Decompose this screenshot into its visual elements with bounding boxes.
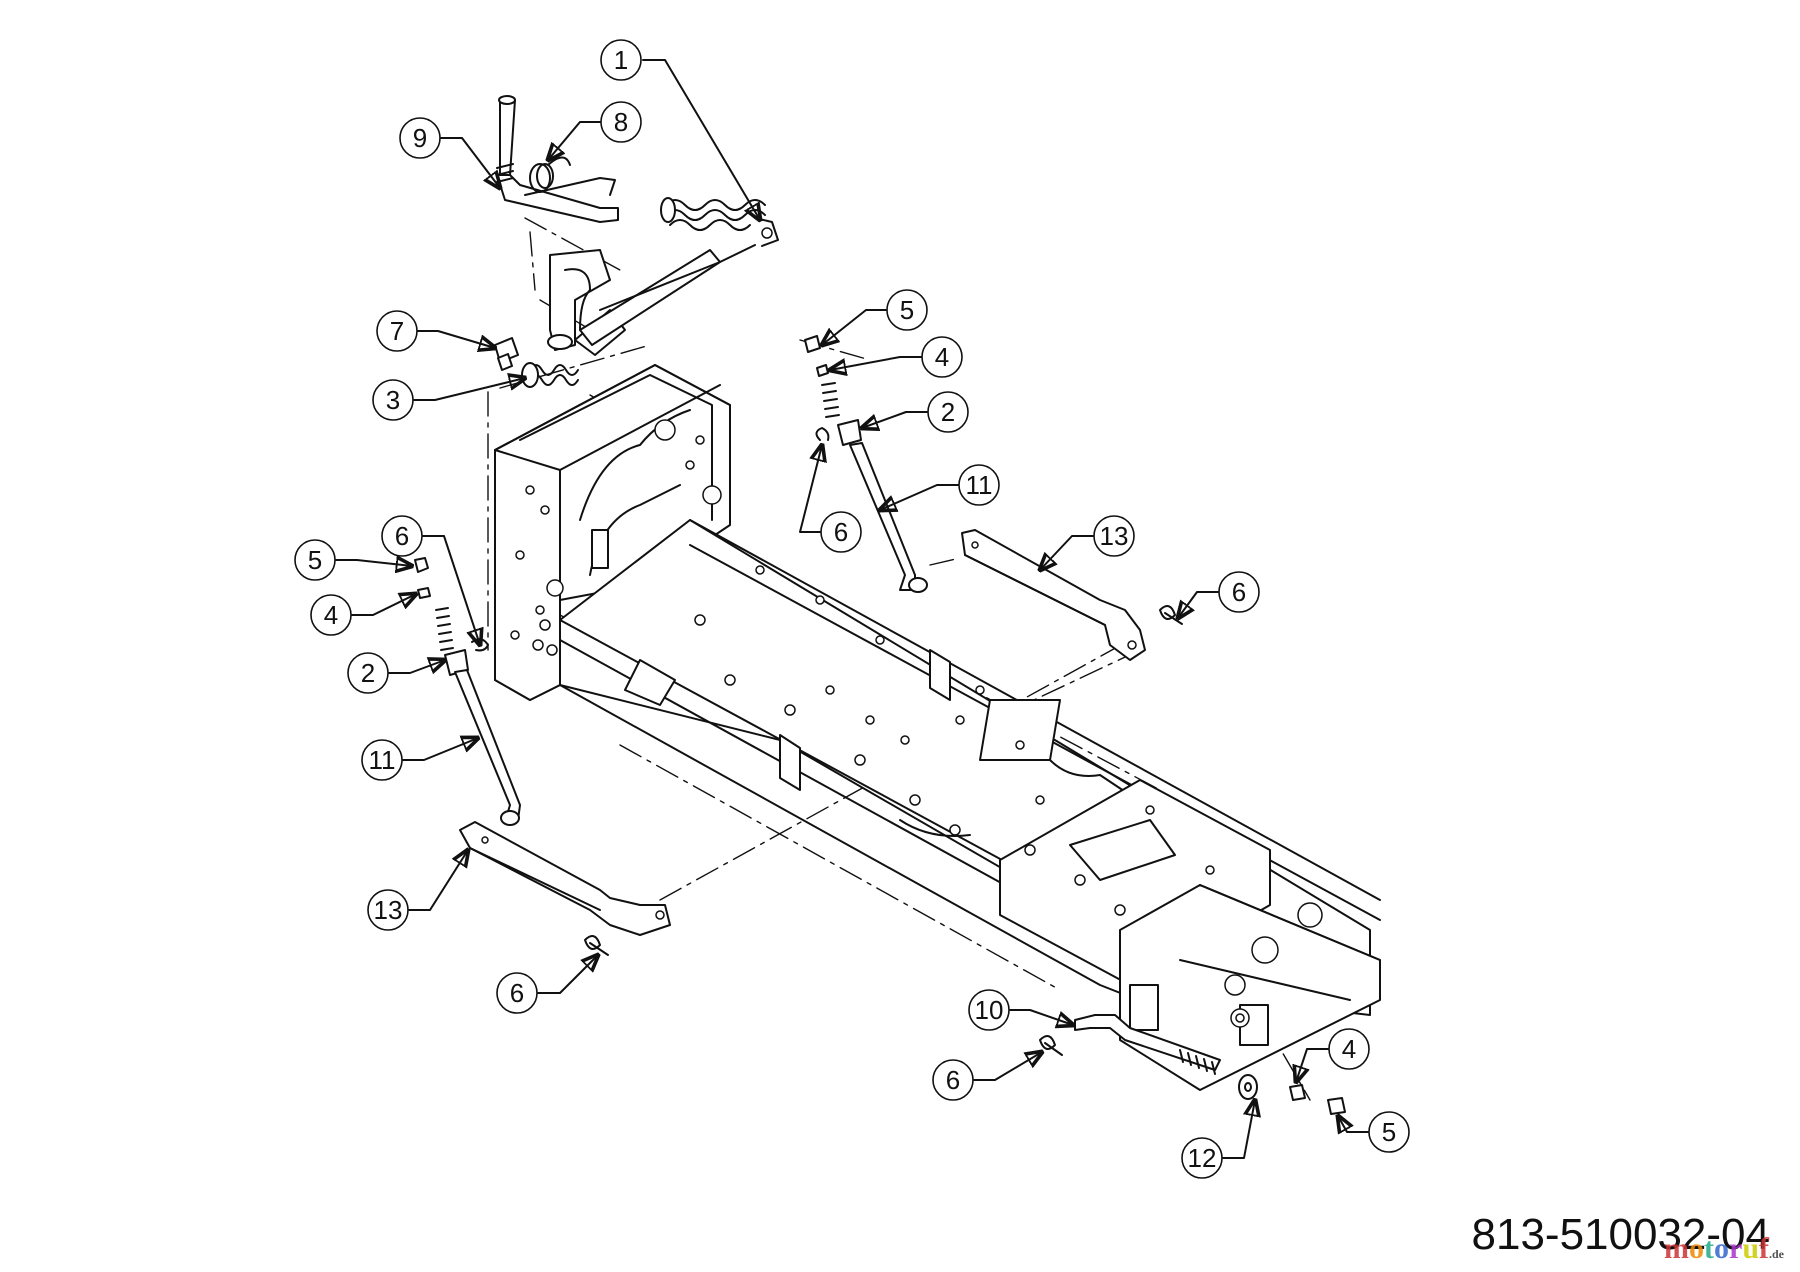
svg-text:1: 1 [614,45,628,75]
callout-2-left: 2 [347,652,445,694]
callout-3: 3 [372,378,525,421]
callout-4-left: 4 [310,594,416,636]
svg-text:5: 5 [308,545,322,575]
svg-text:12: 12 [1188,1143,1217,1173]
svg-text:2: 2 [941,397,955,427]
svg-text:6: 6 [1232,577,1246,607]
callout-11-right: 11 [880,464,1000,510]
callout-2-right: 2 [862,391,969,433]
svg-text:4: 4 [935,342,949,372]
svg-text:4: 4 [324,600,338,630]
svg-text:5: 5 [1382,1117,1396,1147]
svg-text:3: 3 [386,385,400,415]
callout-11-left: 11 [361,738,478,781]
callouts: 1 9 8 7 3 5 4 2 [294,39,1410,1179]
left-lift-rod [414,557,671,956]
callout-5-rear: 5 [1338,1111,1410,1153]
callout-9: 9 [399,117,500,188]
watermark-logo: motoruf.de [1663,1232,1784,1265]
callout-6-rear: 6 [932,1052,1042,1101]
callout-7: 7 [376,310,495,351]
svg-text:6: 6 [946,1065,960,1095]
svg-text:13: 13 [374,895,403,925]
callout-4-rear: 4 [1296,1028,1370,1082]
svg-text:6: 6 [510,978,524,1008]
svg-text:7: 7 [390,316,404,346]
callout-1: 1 [600,39,760,220]
drawing-number: 813-510032-04 [1471,1210,1770,1259]
callout-13-left: 13 [367,850,468,931]
svg-text:11: 11 [966,470,993,500]
svg-text:6: 6 [395,521,409,551]
pedal-assembly [494,95,779,388]
callout-6-right-pin: 6 [799,445,862,553]
callout-10: 10 [968,989,1073,1031]
svg-text:8: 8 [614,107,628,137]
callout-6-right-bar: 6 [1178,571,1260,618]
tractor-frame [494,364,1381,1091]
callout-8: 8 [548,101,642,160]
callout-6-left-bar: 6 [496,955,598,1014]
svg-text:4: 4 [1342,1034,1356,1064]
callout-12: 12 [1181,1100,1255,1179]
svg-text:13: 13 [1100,521,1129,551]
svg-text:11: 11 [369,745,396,775]
svg-text:6: 6 [834,517,848,547]
svg-text:9: 9 [413,123,427,153]
callout-5-right: 5 [822,289,928,345]
rear-rod-assembly [1039,1014,1346,1115]
svg-text:10: 10 [975,995,1004,1025]
svg-text:2: 2 [361,658,375,688]
right-lift-rod [804,335,1183,661]
callout-4-right: 4 [830,336,963,378]
callout-6-left-pin: 6 [381,515,480,645]
callout-13-right: 13 [1040,515,1135,570]
callout-5-left: 5 [294,539,412,581]
svg-text:5: 5 [900,295,914,325]
